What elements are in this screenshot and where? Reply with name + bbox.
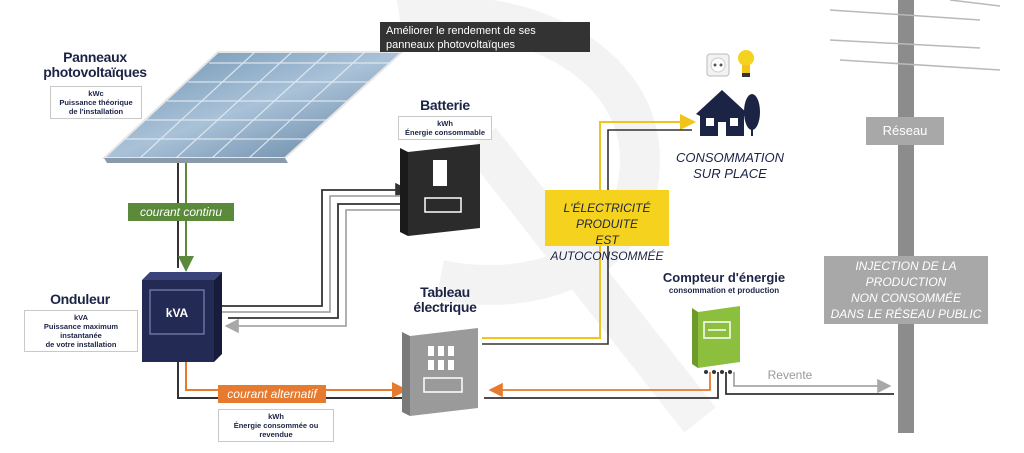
panel-board-title: Tableau électrique [400, 285, 490, 315]
ac-desc: Énergie consommée ou revendue [233, 421, 319, 439]
battery-title-text: Batterie [420, 97, 470, 113]
meter-title-text: Compteur d'énergie [662, 270, 786, 285]
power-socket-icon [706, 53, 730, 77]
solar-panel-icon [101, 51, 405, 163]
inverter-info-box: kVA Puissance maximum instantanée de vot… [24, 310, 138, 352]
battery-unit: kWh [437, 119, 453, 128]
light-bulb-icon [738, 50, 754, 77]
battery-icon [400, 144, 480, 236]
house-icon [696, 90, 760, 136]
network-label-text: Réseau [882, 123, 928, 138]
tooltip-panel-efficiency: Améliorer le rendement de ses panneaux p… [380, 22, 590, 52]
ac-info-box: kWh Énergie consommée ou revendue [218, 409, 334, 442]
inverter-unit: kVA [73, 313, 89, 322]
inverter-desc-2: de votre installation [45, 340, 117, 349]
injection-box: INJECTION DE LA PRODUCTION NON CONSOMMÉE… [824, 256, 988, 324]
panels-unit: kWc [88, 89, 104, 98]
inverter-icon [142, 272, 222, 362]
battery-desc: Énergie consommable [404, 128, 486, 137]
resale-label-text: Revente [767, 368, 813, 382]
consumption-line1: CONSOMMATION [675, 150, 785, 165]
ac-unit: kWh [268, 412, 284, 421]
dc-current-text: courant continu [139, 205, 223, 219]
electrical-panel-icon [402, 328, 478, 416]
meter-title: Compteur d'énergie consommation et produ… [658, 270, 790, 296]
injection-line1: INJECTION DE LA PRODUCTION [855, 259, 957, 289]
ac-current-text: courant alternatif [227, 387, 317, 401]
network-label: Réseau [866, 117, 944, 145]
self-consumed-line1: L'ÉLECTRICITÉ PRODUITE [563, 201, 651, 231]
ac-current-tag: courant alternatif [218, 385, 326, 403]
inverter-box-label-text: kVA [165, 306, 189, 320]
consumption-line2: SUR PLACE [693, 166, 767, 181]
panels-title: Panneaux photovoltaïques [40, 50, 150, 80]
tooltip-text: Améliorer le rendement de ses panneaux p… [386, 25, 536, 51]
resale-label: Revente [760, 368, 820, 382]
self-consumed-box: L'ÉLECTRICITÉ PRODUITE EST AUTOCONSOMMÉE [545, 190, 669, 263]
panels-info-box: kWc Puissance théorique de l'installatio… [50, 86, 142, 119]
meter-subtitle: consommation et production [668, 286, 780, 295]
panels-title-text: Panneaux photovoltaïques [43, 49, 147, 80]
inverter-title-text: Onduleur [50, 291, 110, 307]
self-consumed-line2: EST AUTOCONSOMMÉE [550, 233, 664, 263]
battery-info-box: kWh Énergie consommable [398, 116, 492, 140]
injection-line2: NON CONSOMMÉE [850, 291, 961, 305]
panel-board-line2: électrique [413, 299, 477, 315]
panel-board-line1: Tableau [420, 284, 470, 300]
panels-desc-2: de l'installation [68, 107, 124, 116]
inverter-box-label: kVA [150, 306, 204, 320]
inverter-desc-1: Puissance maximum instantanée [43, 322, 119, 340]
consumption-label: CONSOMMATION SUR PLACE [670, 150, 790, 182]
battery-title: Batterie [405, 98, 485, 113]
utility-pole [829, 0, 1001, 433]
dc-current-tag: courant continu [128, 203, 234, 221]
energy-meter-icon [692, 306, 740, 374]
injection-line3: DANS LE RÉSEAU PUBLIC [830, 307, 982, 321]
inverter-title: Onduleur [40, 292, 120, 307]
panels-desc-1: Puissance théorique [59, 98, 133, 107]
